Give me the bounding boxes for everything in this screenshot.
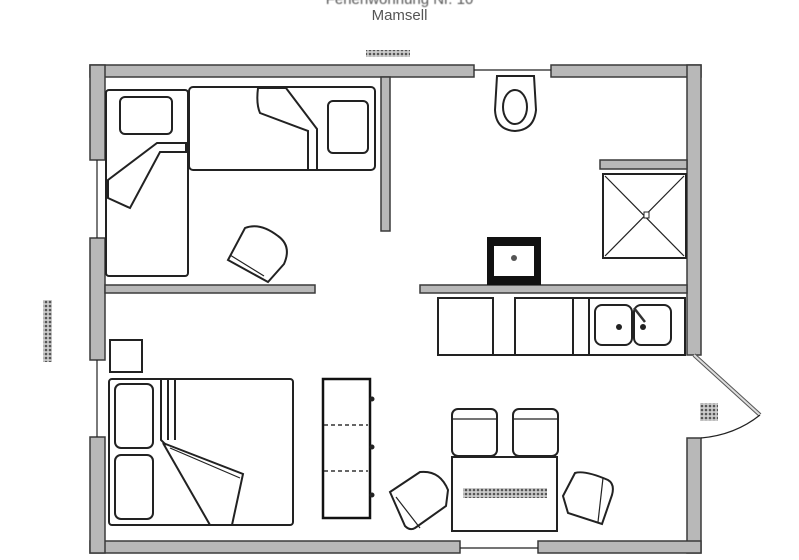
windows xyxy=(96,69,551,549)
dining-table xyxy=(451,456,558,532)
dining-chair-1 xyxy=(451,408,498,457)
dining-chair-4 xyxy=(561,471,614,526)
dining-chair-2 xyxy=(512,408,559,457)
window-marker-top xyxy=(366,50,410,57)
double-bed xyxy=(108,378,294,526)
plan-title: Ferienwohnung Nr. 10 xyxy=(0,0,799,8)
window-marker-left xyxy=(43,300,52,362)
single-bed-vertical xyxy=(105,89,189,277)
kitchen-sink xyxy=(594,304,672,346)
toilet xyxy=(493,75,538,133)
nightstand xyxy=(109,339,143,373)
wardrobe xyxy=(321,377,375,520)
interior-walls xyxy=(104,76,688,294)
single-bed-horizontal xyxy=(188,86,376,171)
wash-basin xyxy=(487,237,541,285)
chair-bedroom xyxy=(226,225,288,284)
shower xyxy=(602,173,687,259)
plan-subtitle: Mamsell xyxy=(371,7,428,24)
dining-chair-3 xyxy=(388,470,450,531)
entrance-marker xyxy=(700,403,718,421)
entrance-door[interactable] xyxy=(692,353,762,439)
